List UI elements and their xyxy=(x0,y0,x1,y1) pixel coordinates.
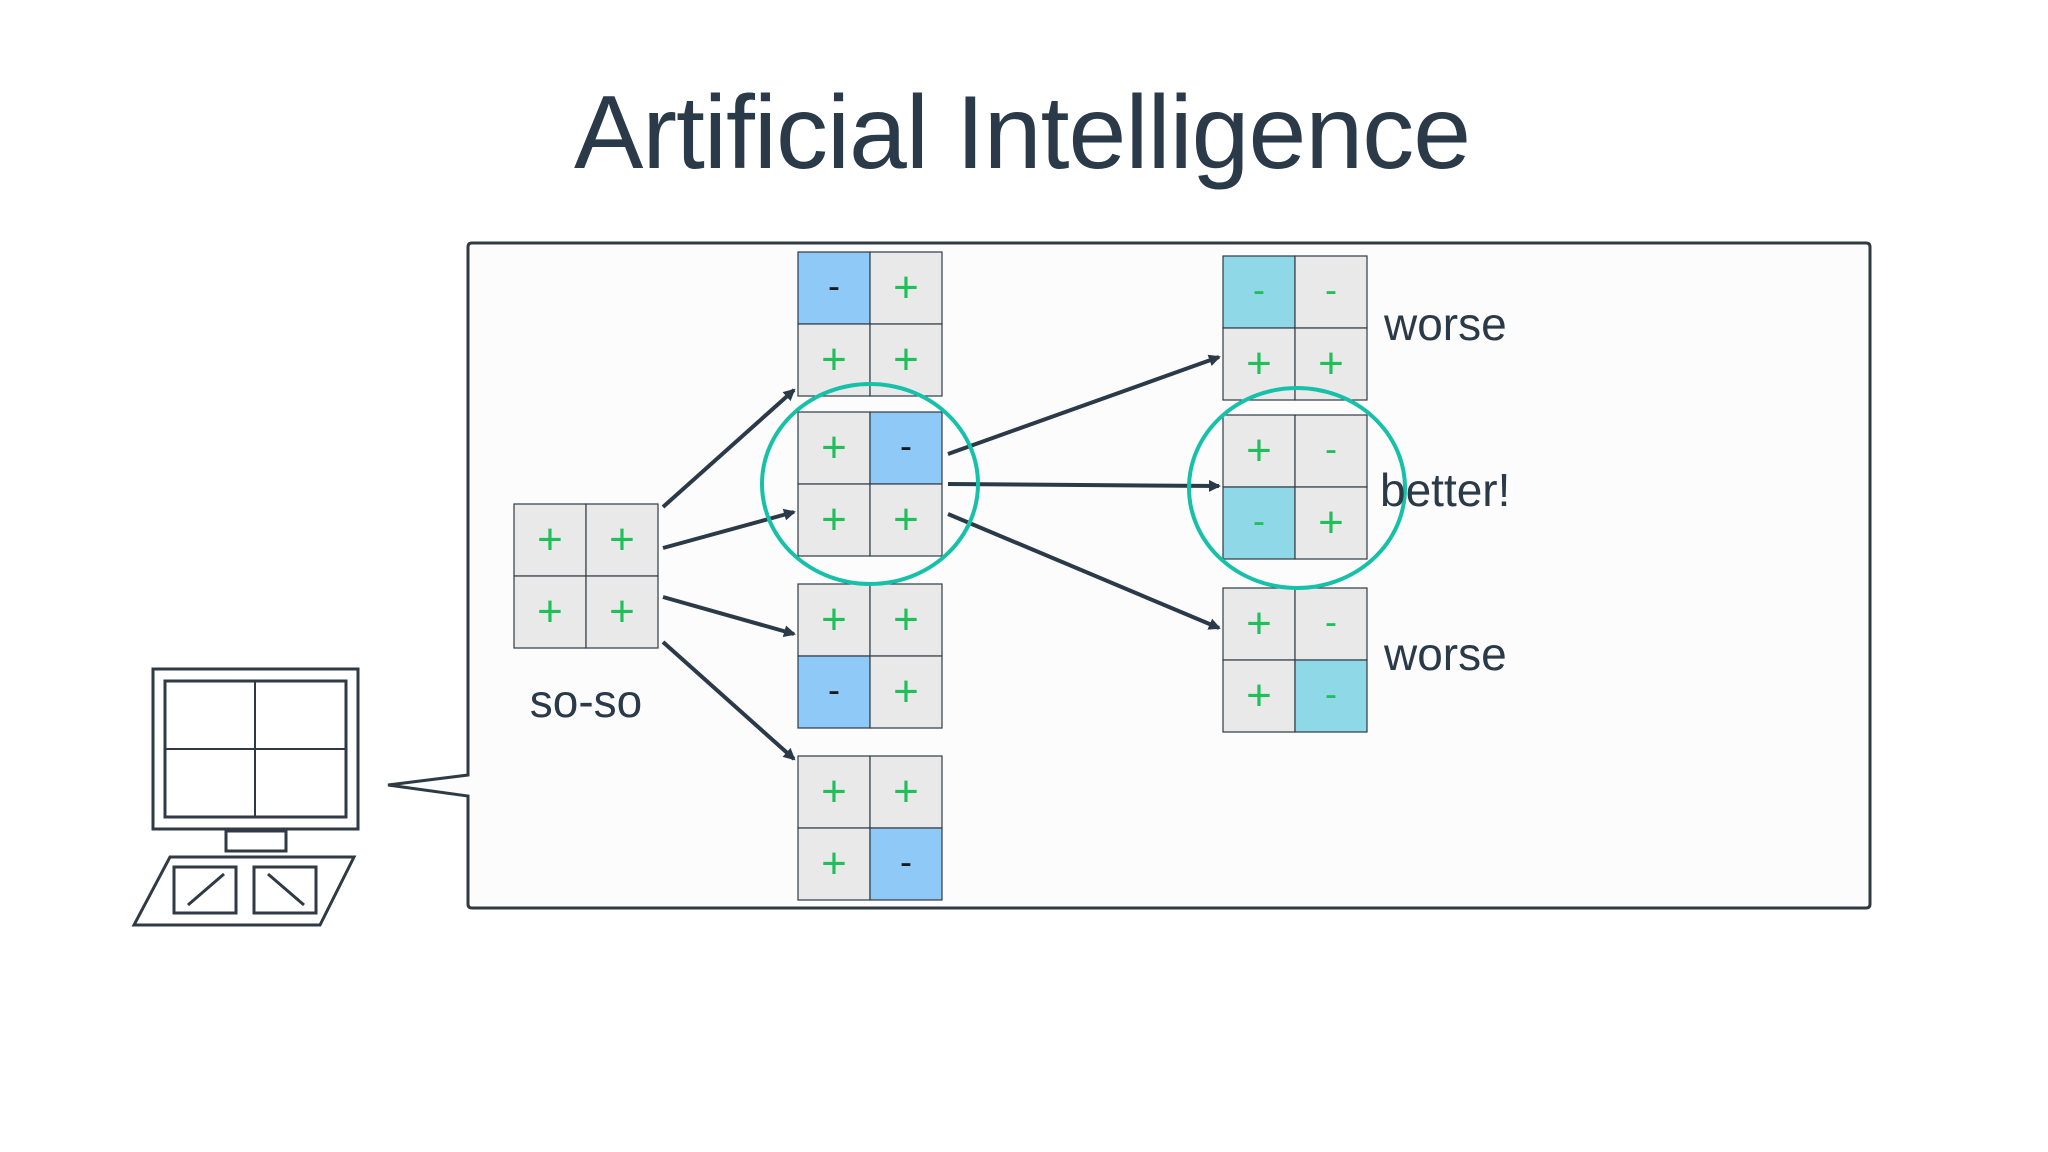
board-cell xyxy=(869,411,943,485)
plus-mark: + xyxy=(1246,599,1272,648)
plus-mark: + xyxy=(893,767,919,816)
label-worse-bottom: worse xyxy=(1383,628,1507,680)
board-cell xyxy=(797,583,871,657)
plus-mark: + xyxy=(1318,498,1344,547)
board-cell xyxy=(797,655,871,729)
plus-mark: + xyxy=(821,423,847,472)
board-cell xyxy=(1294,486,1368,560)
arrow-1 xyxy=(661,388,796,509)
plus-mark: + xyxy=(821,335,847,384)
plus-mark: + xyxy=(893,335,919,384)
plus-mark: + xyxy=(821,767,847,816)
minus-mark: - xyxy=(1325,428,1337,469)
board-cell xyxy=(585,503,659,577)
plus-mark: + xyxy=(893,667,919,716)
speech-bubble xyxy=(387,241,1872,910)
arrow-7 xyxy=(947,512,1221,630)
board-start: + + + + xyxy=(513,503,659,649)
minus-mark: - xyxy=(1253,269,1265,310)
board-cell xyxy=(797,251,871,325)
slide-title-text: Artificial Intelligence xyxy=(573,75,1471,191)
slide-title: Artificial Intelligence xyxy=(0,74,2048,193)
plus-mark: + xyxy=(893,595,919,644)
board-option-1: - + + + xyxy=(797,251,943,397)
board-cell xyxy=(869,583,943,657)
minus-mark: - xyxy=(1253,500,1265,541)
board-cell xyxy=(869,483,943,557)
selection-circle-option xyxy=(760,382,980,586)
minus-mark: - xyxy=(1325,673,1337,714)
plus-mark: + xyxy=(821,839,847,888)
board-cell xyxy=(869,655,943,729)
plus-mark: + xyxy=(609,515,635,564)
board-cell xyxy=(869,755,943,829)
board-option-3: + + - + xyxy=(797,583,943,729)
board-cell xyxy=(1294,659,1368,733)
board-cell xyxy=(585,575,659,649)
board-cell xyxy=(1294,587,1368,661)
board-option-4: + + + - xyxy=(797,755,943,901)
selection-circles xyxy=(760,382,1407,590)
minus-mark: - xyxy=(1325,601,1337,642)
board-cell xyxy=(797,827,871,901)
arrow-3 xyxy=(662,595,796,638)
minus-mark: - xyxy=(828,265,840,306)
board-cell xyxy=(1294,255,1368,329)
plus-mark: + xyxy=(537,587,563,636)
plus-mark: + xyxy=(893,495,919,544)
board-option-2: + - + + xyxy=(797,411,943,557)
arrow-5 xyxy=(947,354,1221,456)
plus-mark: + xyxy=(537,515,563,564)
arrow-2 xyxy=(662,508,796,550)
boards: + + + + - + + + + - + + + + - + + + + - - - + + + - - + + - + - xyxy=(513,251,1368,901)
selection-circle-result xyxy=(1187,386,1407,590)
plus-mark: + xyxy=(821,595,847,644)
board-result-3: + - + - xyxy=(1222,587,1368,733)
plus-mark: + xyxy=(1246,339,1272,388)
minus-mark: - xyxy=(900,425,912,466)
plus-mark: + xyxy=(1246,671,1272,720)
plus-mark: + xyxy=(1246,426,1272,475)
board-cell xyxy=(797,411,871,485)
minus-mark: - xyxy=(1325,269,1337,310)
plus-mark: + xyxy=(1318,339,1344,388)
arrow-6 xyxy=(947,479,1221,492)
arrows xyxy=(661,354,1221,761)
board-result-1: - - + + xyxy=(1222,255,1368,401)
plus-mark: + xyxy=(821,495,847,544)
arrow-4 xyxy=(661,640,796,761)
label-worse-top: worse xyxy=(1383,298,1507,350)
board-cell xyxy=(1222,659,1296,733)
minus-mark: - xyxy=(828,669,840,710)
label-so-so: so-so xyxy=(530,675,642,727)
board-cell xyxy=(869,827,943,901)
board-result-2: + - - + xyxy=(1222,414,1368,560)
label-better: better! xyxy=(1380,464,1510,516)
plus-mark: + xyxy=(609,587,635,636)
plus-mark: + xyxy=(893,263,919,312)
board-cell xyxy=(1222,486,1296,560)
computer-icon xyxy=(131,667,360,927)
board-cell xyxy=(797,483,871,557)
minus-mark: - xyxy=(900,841,912,882)
board-cell xyxy=(513,575,587,649)
